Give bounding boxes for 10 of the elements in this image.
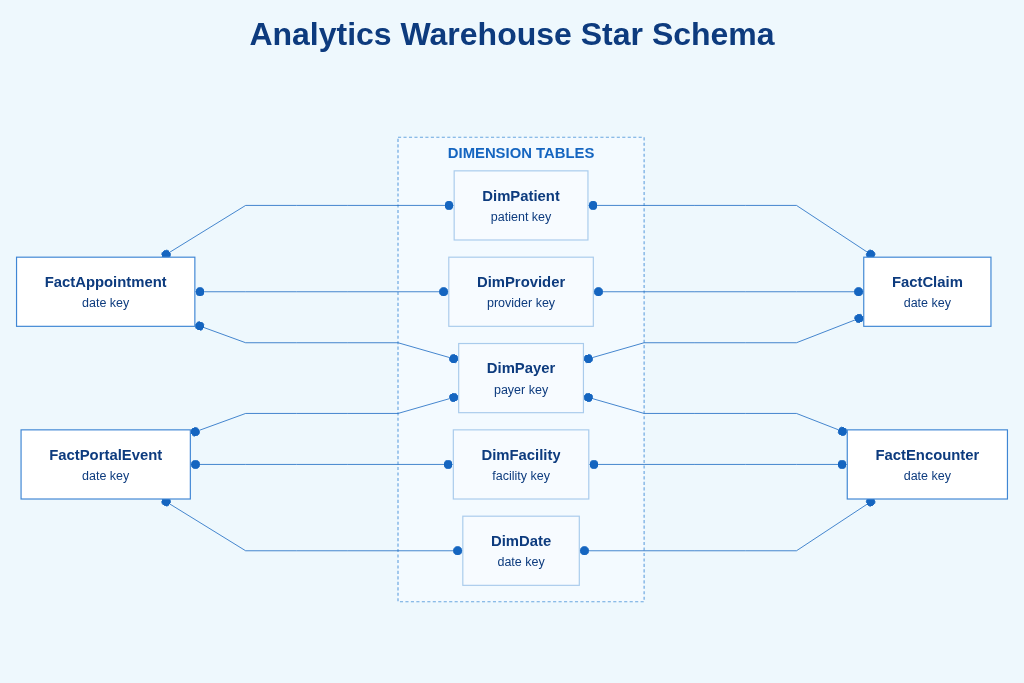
node-box: DimProvider provider key xyxy=(448,256,594,327)
node-box: DimDate date key xyxy=(462,515,580,586)
node-box: DimFacility facility key xyxy=(452,429,590,500)
node-box: DimPatient patient key xyxy=(453,170,589,241)
node-box: FactEncounter date key xyxy=(846,429,1009,500)
node-box: FactClaim date key xyxy=(863,256,992,327)
node-box: FactPortalEvent date key xyxy=(20,429,191,500)
node-box: FactAppointment date key xyxy=(15,256,196,327)
node-box: DimPayer payer key xyxy=(458,342,585,414)
diagram-title: Analytics Warehouse Star Schema xyxy=(248,16,776,53)
